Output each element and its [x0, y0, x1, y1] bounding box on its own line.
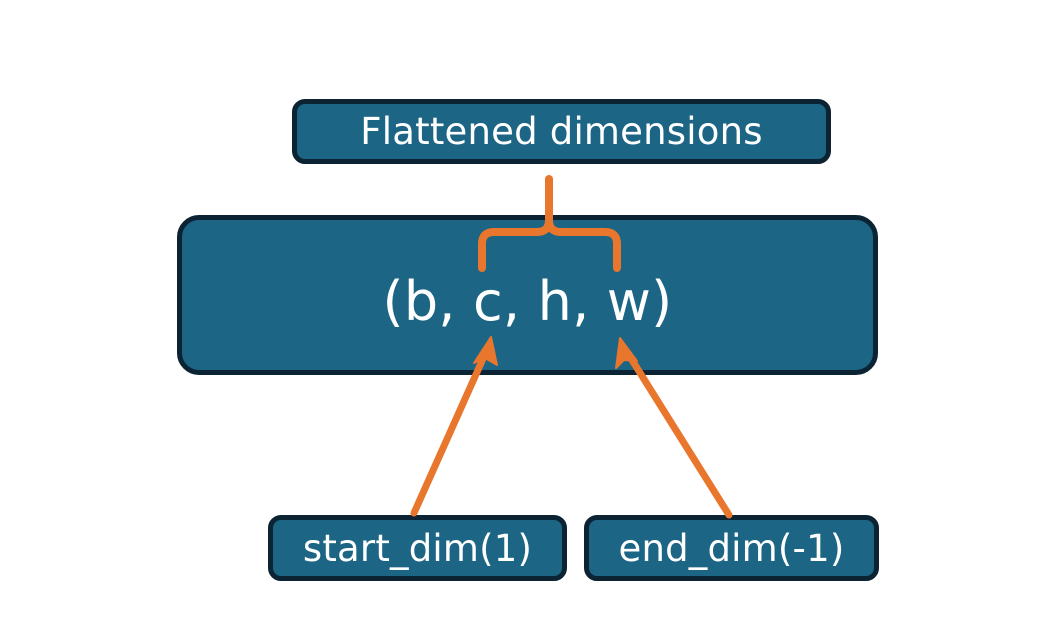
end-dim-label: end_dim(-1): [618, 526, 845, 570]
flattened-dimensions-box[interactable]: Flattened dimensions: [292, 99, 831, 164]
start-dim-box[interactable]: start_dim(1): [268, 515, 567, 581]
tensor-shape-label: (b, c, h, w): [382, 270, 673, 333]
tensor-shape-box[interactable]: (b, c, h, w): [177, 215, 878, 375]
end-dim-box[interactable]: end_dim(-1): [584, 515, 879, 581]
flattened-dimensions-label: Flattened dimensions: [360, 110, 763, 153]
start-dim-label: start_dim(1): [302, 526, 533, 570]
